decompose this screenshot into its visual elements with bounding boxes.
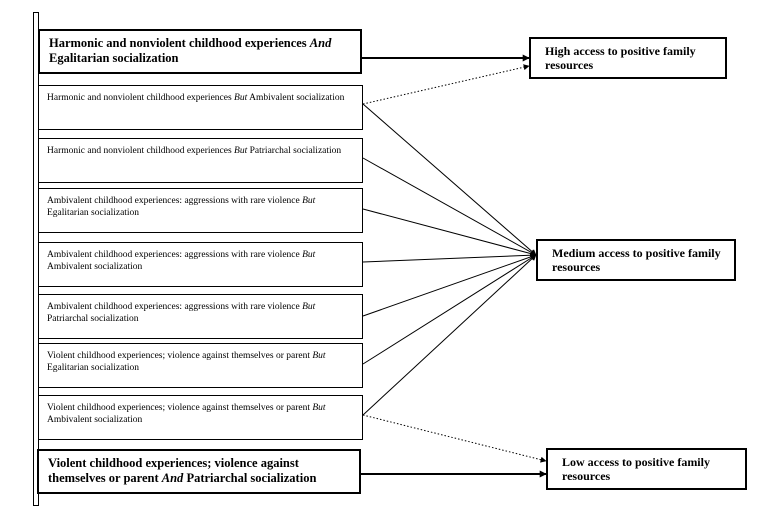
condition-2-pre: Harmonic and nonviolent childhood experi… xyxy=(47,93,235,103)
condition-6-post: Patriarchal socialization xyxy=(47,314,139,324)
condition-4-conj: But xyxy=(302,196,316,206)
outcome-medium-label: Medium access to positive family resourc… xyxy=(552,246,721,274)
condition-3-post: Patriarchal socialization xyxy=(247,146,342,156)
condition-6-pre: Ambivalent childhood experiences: aggres… xyxy=(47,302,303,312)
condition-box-3: Harmonic and nonviolent childhood experi… xyxy=(38,138,363,183)
condition-5-post: Ambivalent socialization xyxy=(47,262,143,272)
condition-8-pre: Violent childhood experiences; violence … xyxy=(47,403,313,413)
condition-box-8: Violent childhood experiences; violence … xyxy=(38,395,363,440)
outcome-high-box: High access to positive family resources xyxy=(529,37,727,79)
condition-9-pre: Violent childhood experiences; violence … xyxy=(48,456,299,485)
condition-7-conj: But xyxy=(312,351,326,361)
condition-5-conj: But xyxy=(302,250,316,260)
condition-4-pre: Ambivalent childhood experiences: aggres… xyxy=(47,196,303,206)
condition-7-post: Egalitarian socialization xyxy=(47,363,140,373)
condition-3-conj: But xyxy=(234,146,248,156)
condition-6-conj: But xyxy=(302,302,316,312)
arrow-5-to-medium xyxy=(362,252,537,263)
outcome-low-box: Low access to positive family resources xyxy=(546,448,747,490)
arrow-8-to-low xyxy=(362,414,547,463)
arrow-2-to-medium xyxy=(362,103,537,256)
condition-9-conj: And xyxy=(161,471,184,485)
condition-box-7: Violent childhood experiences; violence … xyxy=(38,343,363,388)
condition-8-conj: But xyxy=(312,403,326,413)
condition-box-5: Ambivalent childhood experiences: aggres… xyxy=(38,242,363,287)
outcome-medium-box: Medium access to positive family resourc… xyxy=(536,239,736,281)
condition-4-post: Egalitarian socialization xyxy=(47,208,140,218)
condition-5-pre: Ambivalent childhood experiences: aggres… xyxy=(47,250,303,260)
outcome-low-label: Low access to positive family resources xyxy=(562,455,710,483)
condition-7-pre: Violent childhood experiences; violence … xyxy=(47,351,313,361)
arrow-2-to-high xyxy=(362,64,530,105)
arrow-7-to-medium xyxy=(362,254,537,365)
arrow-8-to-medium xyxy=(362,254,537,416)
condition-box-4: Ambivalent childhood experiences: aggres… xyxy=(38,188,363,233)
condition-1-post: Egalitarian socialization xyxy=(49,51,179,65)
condition-1-conj: And xyxy=(309,36,332,50)
condition-box-1: Harmonic and nonviolent childhood experi… xyxy=(38,29,362,74)
arrow-4-to-medium xyxy=(362,208,537,257)
condition-box-9: Violent childhood experiences; violence … xyxy=(37,449,361,494)
arrow-6-to-medium xyxy=(362,253,537,317)
condition-box-6: Ambivalent childhood experiences: aggres… xyxy=(38,294,363,339)
condition-2-conj: But xyxy=(234,93,248,103)
arrow-3-to-medium xyxy=(362,157,537,256)
condition-8-post: Ambivalent socialization xyxy=(47,415,143,425)
outcome-high-label: High access to positive family resources xyxy=(545,44,696,72)
condition-2-post: Ambivalent socialization xyxy=(247,93,345,103)
condition-9-post: Patriarchal socialization xyxy=(183,471,317,485)
condition-box-2: Harmonic and nonviolent childhood experi… xyxy=(38,85,363,130)
condition-1-pre: Harmonic and nonviolent childhood experi… xyxy=(49,36,310,50)
condition-3-pre: Harmonic and nonviolent childhood experi… xyxy=(47,146,235,156)
